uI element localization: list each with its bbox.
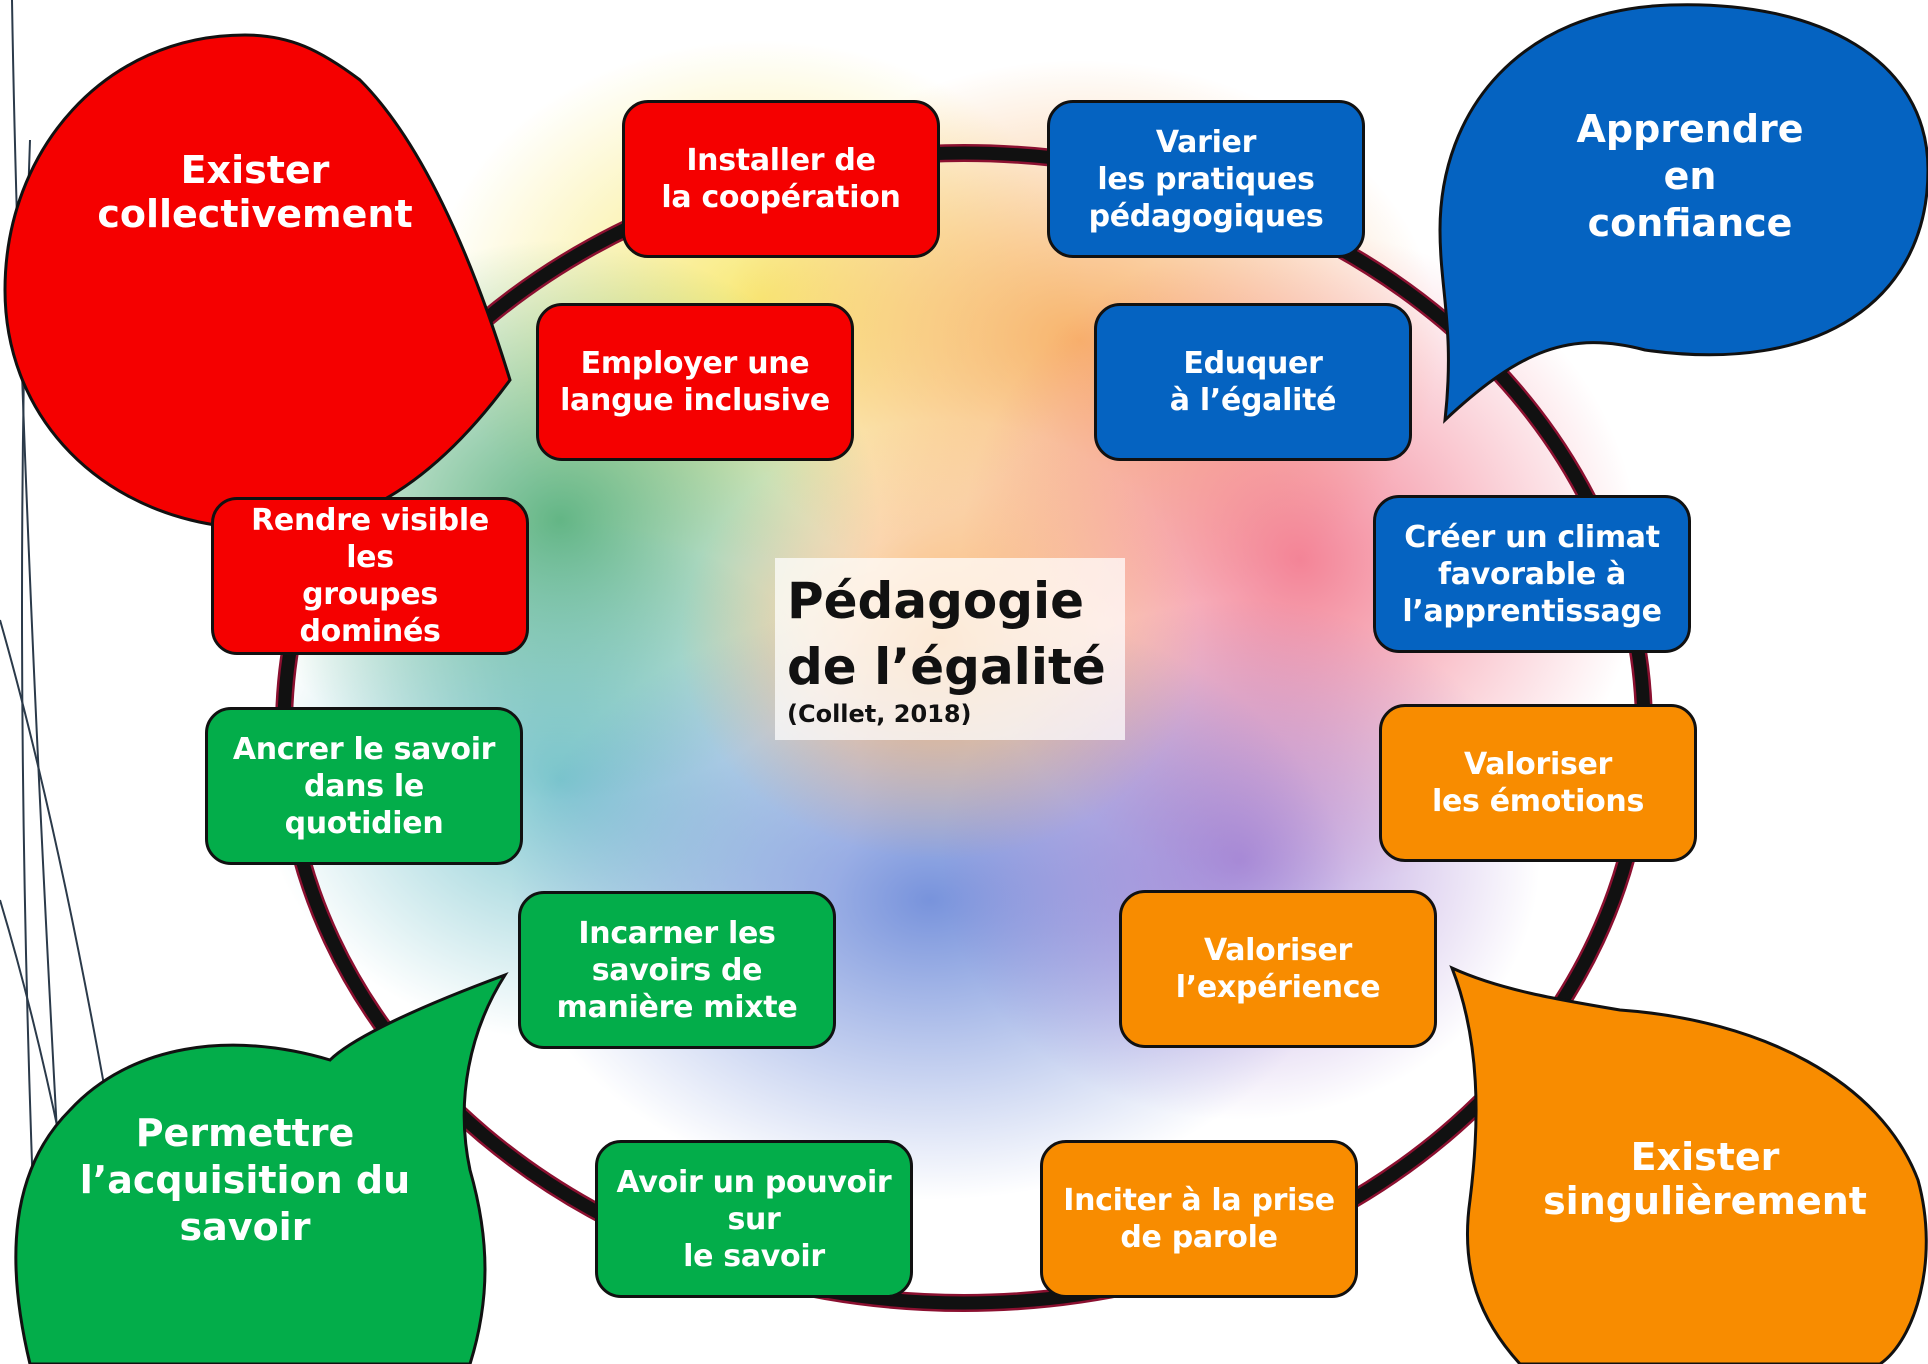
bubble-top-right-shape: [1438, 3, 1928, 424]
box-varier-pratiques-label: Varier les pratiques pédagogiques: [1088, 124, 1324, 234]
center-citation: (Collet, 2018): [787, 700, 972, 728]
box-creer-climat-label: Créer un climat favorable à l’apprentiss…: [1402, 519, 1662, 629]
bubble-exister-singulierement: Exister singulièrement: [1543, 1135, 1867, 1223]
bubble-top-left-shape: [3, 33, 512, 532]
box-eduquer-egalite: Eduquer à l’égalité: [1094, 303, 1412, 461]
center-title: Pédagogie de l’égalité: [787, 572, 1106, 696]
box-ancrer-savoir: Ancrer le savoir dans le quotidien: [205, 707, 523, 865]
box-employer-langue-inclusive: Employer une langue inclusive: [536, 303, 854, 461]
box-incarner-savoirs: Incarner les savoirs de manière mixte: [518, 891, 836, 1049]
box-eduquer-egalite-label: Eduquer à l’égalité: [1169, 346, 1337, 418]
center-title-block: Pédagogie de l’égalité (Collet, 2018): [775, 558, 1125, 740]
bubble-apprendre-en-confiance: Apprendre en confiance: [1576, 107, 1804, 245]
box-valoriser-experience-label: Valoriser l’expérience: [1175, 933, 1381, 1005]
box-employer-langue-inclusive-label: Employer une langue inclusive: [560, 346, 830, 418]
box-rendre-visible: Rendre visible les groupes dominés: [211, 497, 529, 655]
box-incarner-savoirs-label: Incarner les savoirs de manière mixte: [556, 915, 798, 1025]
box-valoriser-emotions: Valoriser les émotions: [1379, 704, 1697, 862]
box-valoriser-emotions-label: Valoriser les émotions: [1432, 747, 1644, 819]
bubble-bottom-right-shape: [1449, 965, 1928, 1364]
box-varier-pratiques: Varier les pratiques pédagogiques: [1047, 100, 1365, 258]
box-valoriser-experience: Valoriser l’expérience: [1119, 890, 1437, 1048]
box-creer-climat: Créer un climat favorable à l’apprentiss…: [1373, 495, 1691, 653]
bubble-permettre-acquisition: Permettre l’acquisition du savoir: [79, 1111, 411, 1249]
box-avoir-pouvoir: Avoir un pouvoir sur le savoir: [595, 1140, 913, 1298]
box-installer-cooperation-label: Installer de la coopération: [661, 143, 901, 215]
box-installer-cooperation: Installer de la coopération: [622, 100, 940, 258]
box-inciter-parole-label: Inciter à la prise de parole: [1063, 1183, 1335, 1255]
box-inciter-parole: Inciter à la prise de parole: [1040, 1140, 1358, 1298]
box-rendre-visible-label: Rendre visible les groupes dominés: [251, 503, 489, 649]
box-avoir-pouvoir-label: Avoir un pouvoir sur le savoir: [616, 1164, 892, 1274]
bubble-existe-collectivement: Exister collectivement: [97, 148, 413, 236]
bubble-bottom-left-shape: [14, 972, 509, 1364]
box-ancrer-savoir-label: Ancrer le savoir dans le quotidien: [232, 731, 496, 841]
